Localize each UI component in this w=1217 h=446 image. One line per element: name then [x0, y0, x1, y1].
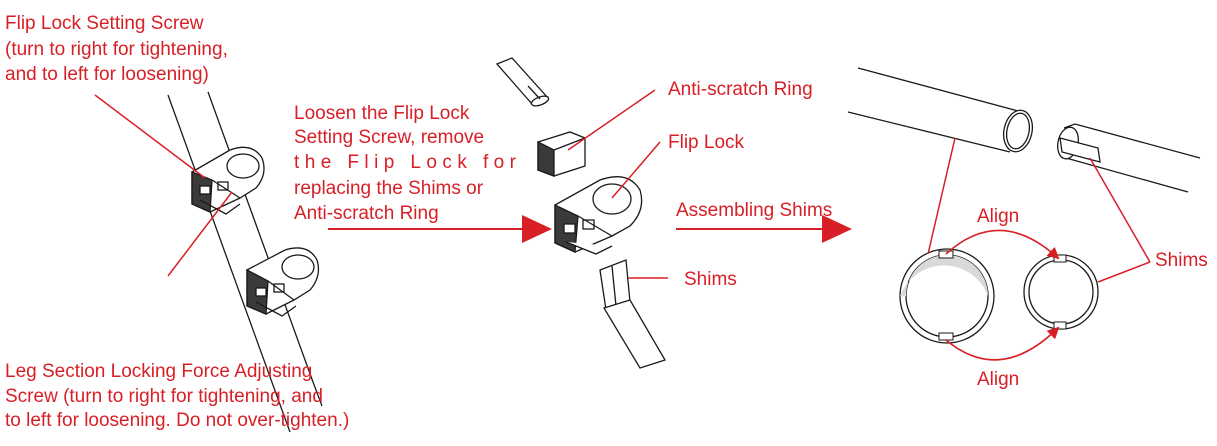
shims-middle-label: Shims	[684, 269, 737, 290]
lower-flip-lock	[246, 247, 320, 317]
assembling-shims-label: Assembling Shims	[676, 200, 832, 221]
outer-tube-cross-section	[899, 248, 995, 344]
inner-tube-cross-section	[1023, 254, 1099, 330]
tube-detail	[847, 67, 1201, 193]
align-top-label: Align	[977, 206, 1019, 227]
upper-tube-section	[495, 57, 550, 107]
align-arc-bottom	[945, 326, 1060, 361]
align-arc-top	[945, 229, 1060, 260]
lower-tube-with-shims	[599, 259, 666, 369]
assembled-leg-illustration	[167, 91, 323, 433]
leg-section-adjusting-screw-label: Leg Section Locking Force Adjusting Scre…	[5, 361, 349, 431]
arrow-assembling-head	[822, 215, 852, 243]
exploded-view	[495, 57, 666, 369]
anti-scratch-ring	[537, 131, 586, 177]
anti-scratch-ring-leader	[567, 89, 656, 151]
flip-lock-label: Flip Lock	[668, 132, 745, 153]
upper-flip-lock	[191, 146, 265, 215]
shims-right-leader-top	[1089, 157, 1151, 263]
loosen-instruction-text: Loosen the Flip Lock Setting Screw, remo…	[294, 103, 527, 224]
shims-right-leader-bottom	[1097, 261, 1151, 283]
shims-right-label: Shims	[1155, 250, 1208, 271]
flip-lock-exploded	[554, 176, 643, 255]
outer-tube-leader	[927, 137, 956, 255]
setting-screw-leader	[94, 94, 206, 179]
arrow-to-exploded-head	[522, 215, 552, 243]
flip-lock-setting-screw-label: Flip Lock Setting Screw (turn to right f…	[5, 13, 233, 85]
adjusting-screw-leader	[167, 191, 233, 277]
anti-scratch-ring-label: Anti-scratch Ring	[668, 79, 813, 100]
align-bottom-label: Align	[977, 369, 1019, 390]
flip-lock-leader	[611, 141, 661, 199]
